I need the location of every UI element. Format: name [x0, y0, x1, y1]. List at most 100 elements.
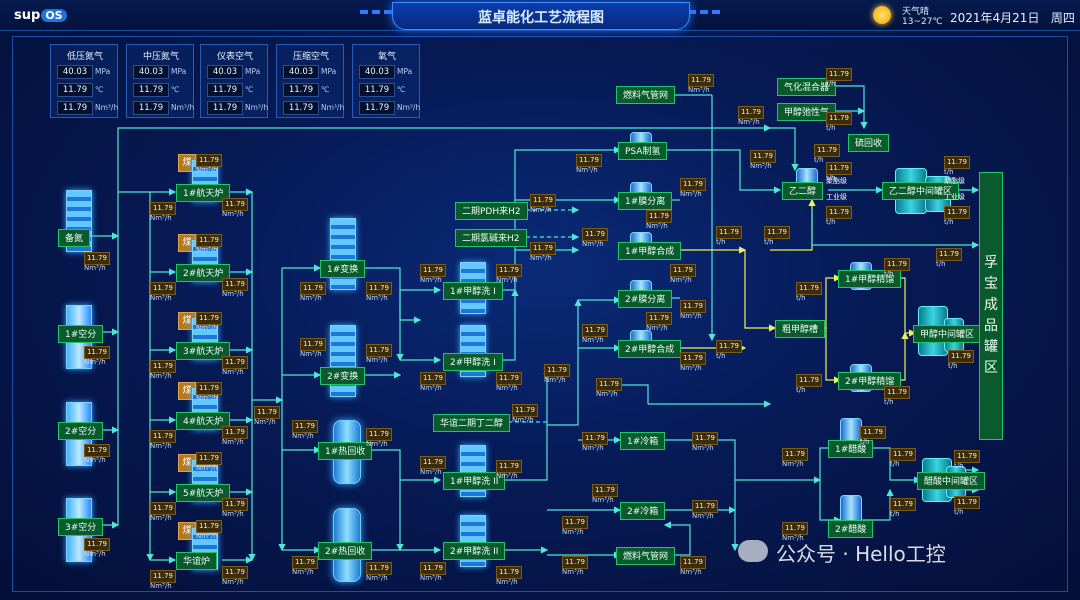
flow-unit-label: Nm³/h	[150, 214, 172, 222]
membrane-2-node[interactable]: 2#膜分离	[618, 290, 673, 308]
eg-intermediate-tank-node[interactable]: 乙二醇中间罐区	[882, 182, 960, 200]
flow-value-tag: 11.79	[692, 432, 718, 445]
flow-value-tag: 11.79	[84, 538, 110, 551]
product-tank-area[interactable]: 孚宝成品罐区	[979, 172, 1003, 440]
flow-value-tag: 11.79	[420, 562, 446, 575]
flow-unit-label: Nm³/h	[254, 418, 276, 426]
flow-value: 11.79	[207, 101, 243, 115]
flow-unit-label: t/h	[948, 362, 958, 370]
flow-value-tag: 11.79	[944, 156, 970, 169]
gasifier-node[interactable]: 2#航天炉	[176, 264, 231, 282]
ethylene-glycol-node[interactable]: 乙二醇	[782, 182, 824, 200]
flow-value-tag: 11.79	[646, 210, 672, 223]
pressure-unit: MPa	[95, 67, 111, 76]
flow-value-tag: 11.79	[582, 228, 608, 241]
flow-unit-label: Nm³/h	[222, 438, 244, 446]
flow-value-tag: 11.79	[222, 498, 248, 511]
standby-nitrogen-node[interactable]: 备氮	[58, 229, 91, 247]
flow-unit-label: Nm³/h	[366, 440, 388, 448]
shift-2-node[interactable]: 2#变换	[320, 367, 366, 385]
sulfur-recovery-node[interactable]: 硫回收	[848, 134, 890, 152]
flow-value-tag: 11.79	[222, 566, 248, 579]
flow-value-tag: 11.79	[738, 106, 764, 119]
flow-unit-label: Nm³/h	[582, 336, 604, 344]
flow-value-tag: 11.79	[84, 252, 110, 265]
gasifier-node[interactable]: 3#航天炉	[176, 342, 231, 360]
flow-unit-label: Nm³/h	[562, 528, 584, 536]
air-separation-2-node[interactable]: 2#空分	[58, 422, 104, 440]
shift-1-tower	[330, 218, 356, 290]
flow-value-tag: 11.79	[420, 264, 446, 277]
pdh-h2-node[interactable]: 二期PDH来H2	[455, 202, 528, 220]
methanol-rectification-1-node[interactable]: 1#甲醇精馏	[838, 270, 902, 288]
acetic-acid-1-node[interactable]: 1#醋酸	[828, 440, 874, 458]
flow-unit-label: Nm³/h	[782, 460, 804, 468]
shift-1-node[interactable]: 1#变换	[320, 260, 366, 278]
flow-unit-label: t/h	[764, 238, 774, 246]
crude-methanol-tank-node[interactable]: 粗甲醇槽	[775, 320, 826, 338]
gasifier-node[interactable]: 1#航天炉	[176, 184, 231, 202]
flow-unit-label: t/h	[860, 438, 870, 446]
flow-unit-label: t/h	[826, 124, 836, 132]
gasifier-node[interactable]: 4#航天炉	[176, 412, 231, 430]
flow-value-tag: 11.79	[860, 426, 886, 439]
flow-value-tag: 11.79	[890, 448, 916, 461]
air-separation-3-node[interactable]: 3#空分	[58, 518, 104, 536]
flow-unit-label: Nm³/h	[692, 444, 714, 452]
flow-unit-label: Nm³/h	[496, 472, 518, 480]
pressure-value: 40.03	[283, 65, 319, 79]
fuel-gas-network-2-node[interactable]: 燃料气管网	[616, 547, 676, 565]
flow-value-tag: 11.79	[222, 356, 248, 369]
cold-box-1-node[interactable]: 1#冷箱	[620, 432, 666, 450]
flow-unit-label: Nm³/h	[420, 384, 442, 392]
flow-value-tag: 11.79	[562, 556, 588, 569]
gasifier-node[interactable]: 华谊炉	[176, 552, 218, 570]
acetic-acid-2-reactor	[840, 495, 862, 523]
pressure-unit: MPa	[245, 67, 261, 76]
title-decoration-right	[664, 10, 724, 14]
flow-unit-label: Nm³/h	[782, 534, 804, 542]
cold-box-2-node[interactable]: 2#冷箱	[620, 502, 666, 520]
acetic-acid-tank-node[interactable]: 醋酸中间罐区	[917, 472, 986, 490]
flow-unit-label: t/h	[890, 510, 900, 518]
flow-unit-label: Nm³/h	[196, 394, 218, 402]
temperature-value: 11.79	[283, 83, 319, 97]
flow-unit-label: Nm³/h	[420, 276, 442, 284]
flow-value-tag: 11.79	[530, 194, 556, 207]
air-separation-1-node[interactable]: 1#空分	[58, 325, 104, 343]
page-title: 蓝卓能化工艺流程图	[478, 10, 604, 26]
flow-unit-label: Nm³/h	[84, 456, 106, 464]
fuel-gas-network-1-node[interactable]: 燃料气管网	[616, 86, 676, 104]
product-tank-area-label: 孚宝成品罐区	[984, 255, 998, 376]
flow-unit: Nm³/h	[171, 103, 195, 112]
flow-unit-label: t/h	[826, 218, 836, 226]
flow-value-tag: 11.79	[496, 372, 522, 385]
methanol-synthesis-1-node[interactable]: 1#甲醇合成	[618, 242, 682, 260]
gas-mixer-node[interactable]: 气化混合器	[777, 78, 837, 96]
heat-recovery-1-node[interactable]: 1#热回收	[318, 442, 373, 460]
flow-unit-label: Nm³/h	[596, 390, 618, 398]
flow-value-tag: 11.79	[582, 324, 608, 337]
alkali-h2-node[interactable]: 二期氯碱来H2	[455, 229, 527, 247]
flow-unit-label: Nm³/h	[84, 358, 106, 366]
methanol-synthesis-2-node[interactable]: 2#甲醇合成	[618, 340, 682, 358]
flow-value-tag: 11.79	[222, 198, 248, 211]
membrane-1-node[interactable]: 1#膜分离	[618, 192, 673, 210]
acetic-acid-2-node[interactable]: 2#醋酸	[828, 520, 874, 538]
pressure-value: 40.03	[133, 65, 169, 79]
methanol-intermediate-tank-node[interactable]: 甲醇中间罐区	[913, 325, 982, 343]
psa-node[interactable]: PSA制氢	[618, 142, 668, 160]
methanol-wash-2-node[interactable]: 2#甲醇洗 I	[443, 353, 503, 371]
flow-value-tag: 11.79	[366, 562, 392, 575]
huayi-butanediol-node[interactable]: 华谊二期丁二醇	[433, 414, 511, 432]
methanol-wash-1-node[interactable]: 1#甲醇洗 I	[443, 282, 503, 300]
gasifier-node[interactable]: 5#航天炉	[176, 484, 231, 502]
heat-recovery-2-node[interactable]: 2#热回收	[318, 542, 373, 560]
methanol-wash-3-node[interactable]: 1#甲醇洗 II	[443, 472, 506, 490]
methanol-wash-4-node[interactable]: 2#甲醇洗 II	[443, 542, 506, 560]
flow-value-tag: 11.79	[764, 226, 790, 239]
methanol-rectification-2-node[interactable]: 2#甲醇精馏	[838, 372, 902, 390]
flow-value-tag: 11.79	[150, 202, 176, 215]
flow-value-tag: 11.79	[670, 264, 696, 277]
